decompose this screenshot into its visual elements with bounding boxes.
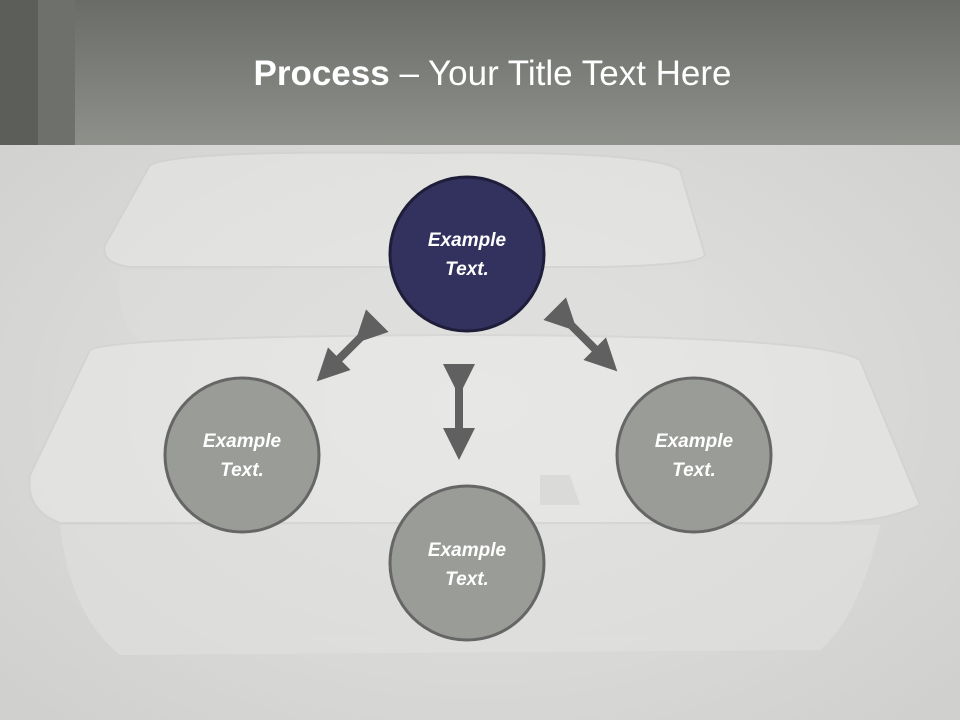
node-top-line1: Example (428, 230, 507, 251)
node-top-circle (388, 175, 546, 333)
node-top-line2: Text. (445, 259, 489, 280)
accent-stripe-dark (0, 0, 38, 145)
node-right: Example Text. (615, 376, 773, 534)
arrow-top-right (543, 297, 618, 372)
node-left-line1: Example (203, 431, 282, 452)
node-left: Example Text. (163, 376, 321, 534)
node-top: Example Text. (388, 175, 546, 333)
slide-title: Process – Your Title Text Here (75, 50, 910, 98)
title-rest: – Your Title Text Here (389, 54, 732, 93)
node-right-line2: Text. (672, 460, 716, 481)
node-bottom: Example Text. (388, 484, 546, 642)
title-bar: Process – Your Title Text Here (0, 0, 960, 145)
accent-stripe-mid (38, 0, 75, 145)
node-right-line1: Example (655, 431, 734, 452)
node-bottom-line1: Example (428, 540, 507, 561)
title-bold: Process (253, 54, 390, 93)
node-bottom-circle (388, 484, 546, 642)
arrow-top-left (316, 309, 389, 382)
node-right-circle (615, 376, 773, 534)
node-left-line2: Text. (220, 460, 264, 481)
node-left-circle (163, 376, 321, 534)
node-bottom-line2: Text. (445, 569, 489, 590)
